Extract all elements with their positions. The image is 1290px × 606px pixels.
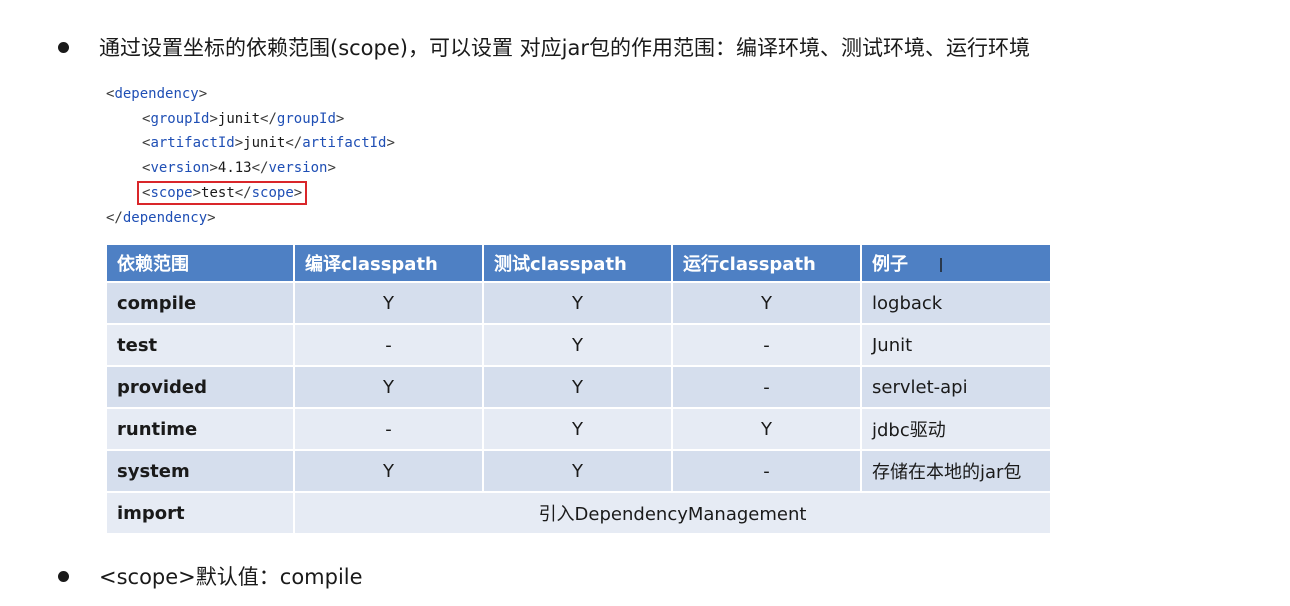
code-line: <version>4.13</version> xyxy=(142,160,336,177)
code-line: <groupId>junit</groupId> xyxy=(142,110,345,127)
bullet-text: <scope>默认值：compile xyxy=(99,565,363,589)
cell-scope: compile xyxy=(105,281,295,325)
cell-example: Junit xyxy=(860,323,1052,367)
cell-compile: Y xyxy=(293,365,484,409)
cell-test: Y xyxy=(482,407,673,451)
scope-table: 依赖范围 编译classpath 测试classpath 运行classpath… xyxy=(105,243,1052,535)
cell-example: 存储在本地的jar包 xyxy=(860,449,1052,493)
cell-test: Y xyxy=(482,449,673,493)
scope-highlight-box: <scope>test</scope> xyxy=(137,180,308,205)
cell-runtime: - xyxy=(671,365,862,409)
cell-example: jdbc驱动 xyxy=(860,407,1052,451)
cell-scope: provided xyxy=(105,365,295,409)
cell-compile: - xyxy=(293,407,484,451)
table-row: provided Y Y - servlet-api xyxy=(105,365,1052,409)
cell-test: Y xyxy=(482,365,673,409)
table-row: system Y Y - 存储在本地的jar包 xyxy=(105,449,1052,493)
cell-runtime: Y xyxy=(671,407,862,451)
bullet-scope-intro: 通过设置坐标的依赖范围(scope)，可以设置 对应jar包的作用范围：编译环境… xyxy=(58,32,1030,62)
bullet-scope-default: <scope>默认值：compile xyxy=(58,561,363,591)
text-cursor-icon xyxy=(940,258,942,272)
table-row: runtime - Y Y jdbc驱动 xyxy=(105,407,1052,451)
header-scope: 依赖范围 xyxy=(105,243,295,283)
table-row: compile Y Y Y logback xyxy=(105,281,1052,325)
header-test-classpath: 测试classpath xyxy=(482,243,673,283)
header-compile-classpath: 编译classpath xyxy=(293,243,484,283)
code-line-scope: <scope>test</scope> xyxy=(106,180,395,206)
code-line: <dependency> xyxy=(106,86,208,102)
cell-runtime: - xyxy=(671,323,862,367)
header-runtime-classpath: 运行classpath xyxy=(671,243,862,283)
table-header-row: 依赖范围 编译classpath 测试classpath 运行classpath… xyxy=(105,243,1052,283)
header-example: 例子 xyxy=(860,243,1052,283)
cell-example: servlet-api xyxy=(860,365,1052,409)
dependency-code-block: <dependency> <groupId>junit</groupId> <a… xyxy=(106,82,395,230)
bullet-dot-icon xyxy=(58,570,69,582)
cell-scope: system xyxy=(105,449,295,493)
cell-compile: Y xyxy=(293,281,484,325)
table-row: test - Y - Junit xyxy=(105,323,1052,367)
cell-scope: test xyxy=(105,323,295,367)
cell-scope: runtime xyxy=(105,407,295,451)
table-row-import: import 引入DependencyManagement xyxy=(105,491,1052,535)
cell-test: Y xyxy=(482,281,673,325)
bullet-dot-icon xyxy=(58,41,69,53)
cell-test: Y xyxy=(482,323,673,367)
cell-compile: Y xyxy=(293,449,484,493)
code-line: </dependency> xyxy=(106,209,216,226)
code-line: <artifactId>junit</artifactId> xyxy=(142,135,395,152)
cell-import-merged: 引入DependencyManagement xyxy=(293,491,1052,535)
cell-runtime: - xyxy=(671,449,862,493)
cell-compile: - xyxy=(293,323,484,367)
bullet-text: 通过设置坐标的依赖范围(scope)，可以设置 对应jar包的作用范围：编译环境… xyxy=(99,36,1030,60)
cell-runtime: Y xyxy=(671,281,862,325)
cell-scope: import xyxy=(105,491,295,535)
cell-example: logback xyxy=(860,281,1052,325)
